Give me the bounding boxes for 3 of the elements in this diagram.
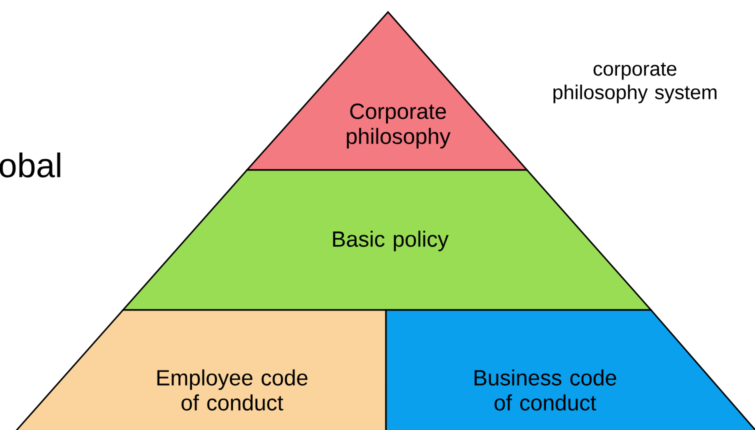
pyramid-tier: Business code of conduct (385, 309, 755, 430)
caption-text: corporate philosophy system (553, 62, 716, 104)
cut-off-text: obal (0, 152, 60, 178)
